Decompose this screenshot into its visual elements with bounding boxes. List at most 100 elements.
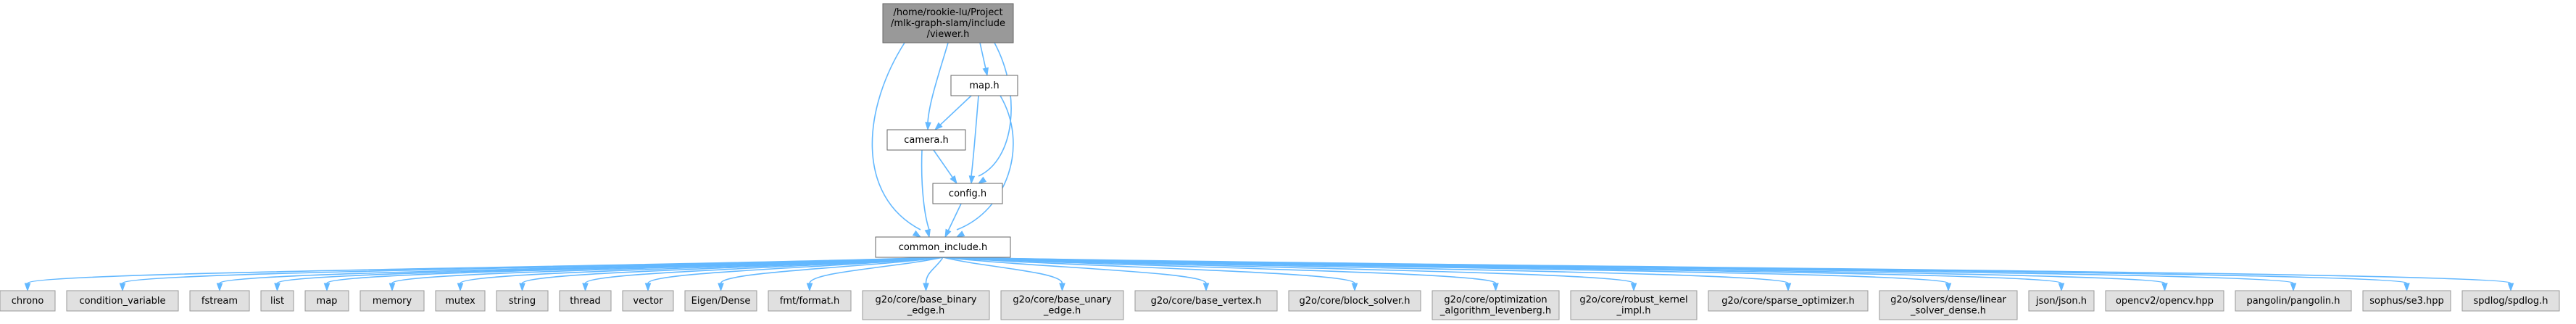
edge-line [956, 95, 1014, 230]
node-box [0, 290, 56, 312]
node-g2o-base-unary-edge: g2o/core/base_unary_edge.h [1000, 290, 1124, 320]
edge-line [809, 257, 944, 284]
arrowhead-icon [274, 283, 281, 292]
node-box [1288, 290, 1421, 312]
node-box [875, 236, 1011, 258]
node-label: string [509, 296, 536, 307]
edge-line [942, 257, 2511, 284]
edge-line [584, 257, 944, 284]
arrowhead-icon [982, 67, 989, 77]
node-box [2461, 290, 2560, 312]
node-thread: thread [559, 290, 612, 312]
edge-viewer-to-map [979, 42, 989, 77]
edge-line [942, 257, 1634, 284]
node-box [189, 290, 250, 312]
edge-camera-to-config [933, 149, 957, 185]
node-box [622, 290, 674, 312]
node-label: memory [373, 296, 412, 307]
arrowhead-icon [718, 283, 724, 292]
edge-line [942, 257, 1355, 284]
node-label: config.h [949, 188, 986, 199]
edge-line [947, 203, 962, 231]
node-g2o-block-solver: g2o/core/block_solver.h [1288, 290, 1421, 312]
node-map[interactable]: map.h [950, 75, 1018, 96]
edge-line [647, 257, 944, 284]
node-label: pangolin/pangolin.h [2246, 296, 2340, 307]
edge-line [971, 95, 979, 177]
arrowhead-icon [1784, 283, 1792, 292]
node-g2o-base-vertex: g2o/core/base_vertex.h [1134, 290, 1278, 312]
edge-common-include-to-spdlog-spdlog [942, 257, 2514, 292]
edge-map-to-config [968, 95, 979, 185]
edge-common-include-to-g2o-optimization-levenberg [942, 257, 1499, 292]
edge-common-include-to-eigen-dense [718, 257, 944, 292]
node-label: _edge.h [1043, 306, 1081, 317]
edge-layer [24, 42, 2514, 292]
node-json-json: json/json.h [2028, 290, 2095, 312]
node-opencv-opencv: opencv2/opencv.hpp [2105, 290, 2224, 312]
arrowhead-icon [968, 175, 976, 185]
node-label: _algorithm_levenberg.h [1439, 306, 1551, 317]
node-fstream: fstream [189, 290, 250, 312]
arrowhead-icon [1202, 283, 1210, 292]
edge-common-include-to-g2o-base-unary-edge [942, 257, 1065, 292]
node-string: string [496, 290, 549, 312]
node-box [768, 290, 852, 312]
node-box [684, 290, 757, 312]
node-box [559, 290, 612, 312]
edge-camera-to-common-include [921, 149, 931, 238]
edge-config-to-common-include [944, 203, 962, 238]
node-g2o-robust-kernel-impl: g2o/core/robust_kernel_impl.h [1570, 290, 1698, 320]
edge-line [978, 42, 1012, 177]
edge-line [942, 257, 1063, 284]
node-label: g2o/core/sparse_optimizer.h [1721, 296, 1855, 307]
node-box [1570, 290, 1698, 320]
arrowhead-icon [119, 283, 126, 292]
node-box [882, 3, 1014, 43]
node-label: _solver_dense.h [1910, 306, 1986, 317]
edge-common-include-to-g2o-base-binary-edge [923, 257, 944, 292]
arrowhead-icon [955, 230, 965, 238]
node-camera[interactable]: camera.h [886, 129, 966, 151]
node-g2o-linear-solver-dense: g2o/solvers/dense/linear_solver_dense.h [1879, 290, 2018, 320]
node-label: vector [633, 296, 663, 307]
arrowhead-icon [1945, 283, 1952, 292]
edge-line [942, 257, 1789, 284]
node-box [260, 290, 294, 312]
node-box [304, 290, 349, 312]
node-label: g2o/core/base_unary [1013, 295, 1112, 306]
node-label: fstream [201, 296, 238, 307]
node-label: spdlog/spdlog.h [2474, 296, 2548, 307]
node-box [435, 290, 486, 312]
arrowhead-icon [519, 283, 525, 292]
node-label: /mlk-graph-slam/include [891, 18, 1005, 29]
node-g2o-base-binary-edge: g2o/core/base_binary_edge.h [862, 290, 990, 320]
node-config[interactable]: config.h [932, 183, 1003, 204]
node-common-include[interactable]: common_include.h [875, 236, 1011, 258]
node-label: g2o/core/block_solver.h [1300, 296, 1410, 307]
node-mutex: mutex [435, 290, 486, 312]
node-label: common_include.h [899, 242, 988, 253]
node-box [2235, 290, 2352, 312]
edge-line [979, 42, 986, 69]
node-label: _edge.h [907, 306, 944, 317]
node-eigen-dense: Eigen/Dense [684, 290, 757, 312]
edge-line [871, 42, 921, 230]
arrowhead-icon [924, 228, 931, 238]
node-memory: memory [360, 290, 425, 312]
node-label: g2o/core/optimization [1444, 295, 1547, 306]
node-box [1432, 290, 1560, 320]
edge-line [925, 257, 944, 284]
node-box [932, 183, 1003, 204]
node-condition-variable: condition_variable [66, 290, 179, 312]
edge-map-to-camera [934, 95, 972, 131]
edge-common-include-to-fmt-format [806, 257, 944, 292]
arrowhead-icon [977, 176, 987, 184]
arrowhead-icon [934, 122, 943, 131]
node-label: opencv2/opencv.hpp [2116, 296, 2214, 307]
node-viewer[interactable]: /home/rookie-lu/Project/mlk-graph-slam/i… [882, 3, 1014, 43]
arrowhead-icon [944, 228, 952, 238]
arrowhead-icon [950, 175, 957, 185]
node-label: map.h [969, 80, 999, 91]
edge-common-include-to-g2o-block-solver [942, 257, 1358, 292]
